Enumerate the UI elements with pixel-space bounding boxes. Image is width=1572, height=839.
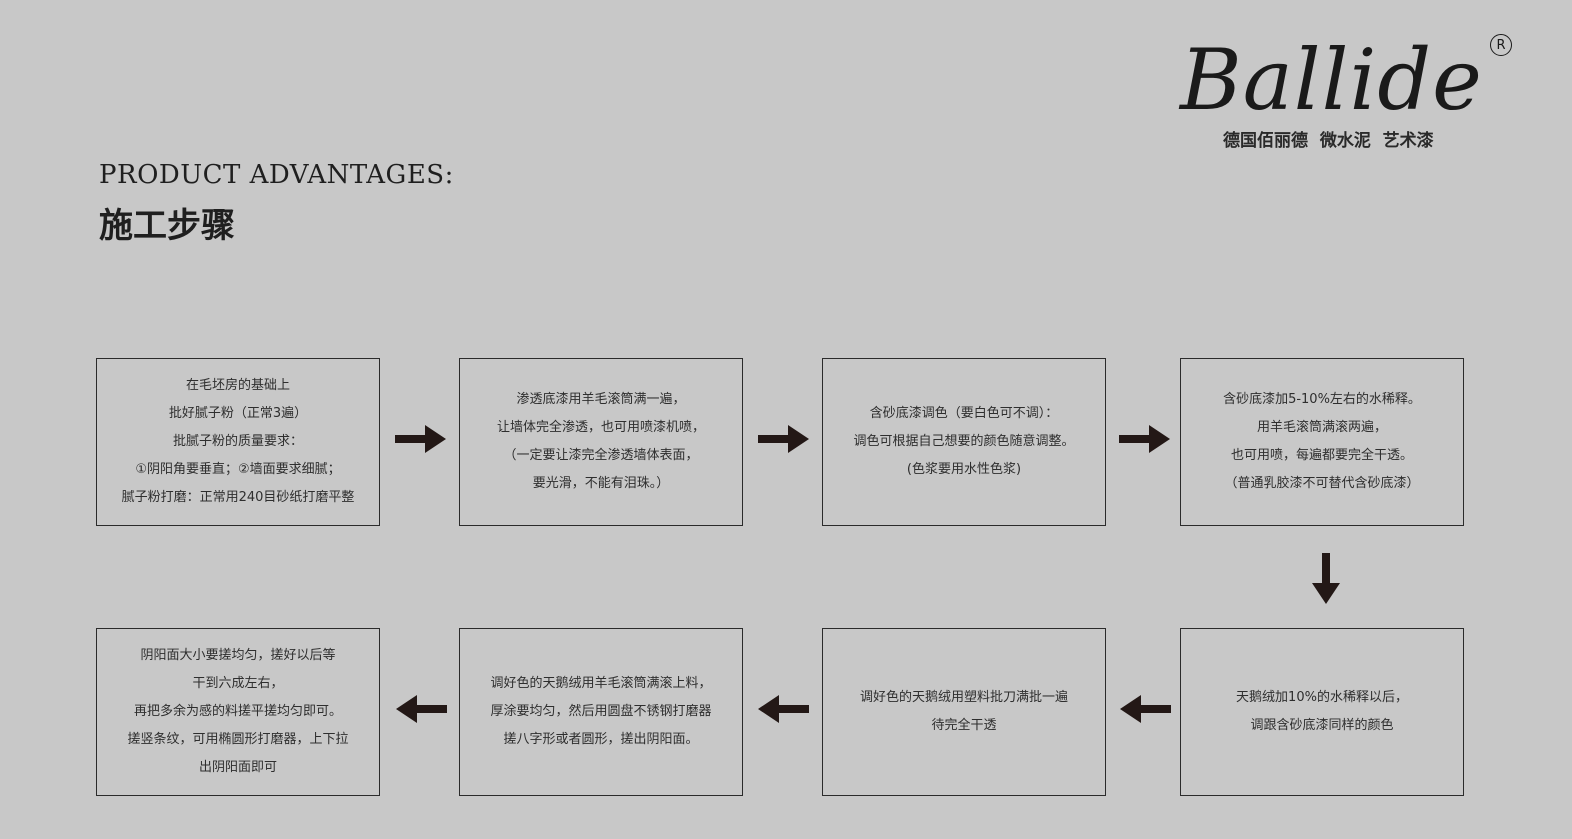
step-text-line: (色浆要用水性色浆) xyxy=(906,462,1022,477)
step-text-line: （普通乳胶漆不可替代含砂底漆） xyxy=(1224,476,1420,491)
arrow-right-icon xyxy=(395,425,446,453)
step-text-line: 批腻子粉的质量要求： xyxy=(172,434,303,449)
arrow-right-icon xyxy=(1119,425,1170,453)
step-text-line: 渗透底漆用羊毛滚筒满一遍， xyxy=(516,392,686,407)
arrow-right-icon xyxy=(758,425,809,453)
step-text-line: 待完全干透 xyxy=(931,718,997,733)
step-7-box: 调好色的天鹅绒用羊毛滚筒满滚上料， 厚涂要均匀，然后用圆盘不锈钢打磨器搓八字形或者… xyxy=(459,628,743,796)
step-text-line: 调好色的天鹅绒用塑料批刀满批一遍 xyxy=(859,690,1068,705)
step-text-line: 干到六成左右， xyxy=(192,676,284,691)
brand-wordmark: Ballide xyxy=(1180,31,1483,129)
step-5-text: 天鹅绒加10%的水稀释以后， 调跟含砂底漆同样的颜色 xyxy=(1232,684,1412,740)
step-1-text: 在毛坯房的基础上批好腻子粉（正常3遍） 批腻子粉的质量要求： ①阴阳角要垂直；②墙面… xyxy=(118,372,359,512)
heading-english: PRODUCT ADVANTAGES: xyxy=(99,160,454,190)
registered-mark: R xyxy=(1490,34,1512,56)
step-6-text: 调好色的天鹅绒用塑料批刀满批一遍待完全干透 xyxy=(856,684,1072,740)
heading-chinese: 施工步骤 xyxy=(99,206,235,246)
step-text-line: 天鹅绒加10%的水稀释以后， xyxy=(1236,690,1408,705)
step-7-text: 调好色的天鹅绒用羊毛滚筒满滚上料， 厚涂要均匀，然后用圆盘不锈钢打磨器搓八字形或者… xyxy=(486,670,715,754)
step-text-line: 含砂底漆调色（要白色可不调）： xyxy=(869,406,1059,421)
brand-logo: Ballide R 德国佰丽德 微水泥 艺术漆 xyxy=(1180,30,1540,155)
step-8-box: 阴阳面大小要搓均匀，搓好以后等干到六成左右， 再把多余为感的料搓平搓均匀即可。搓竖… xyxy=(96,628,380,796)
step-3-box: 含砂底漆调色（要白色可不调）： 调色可根据自己想要的颜色随意调整。 (色浆要用水性色… xyxy=(822,358,1106,526)
brand-tagline: 德国佰丽德 微水泥 艺术漆 xyxy=(1223,131,1434,151)
step-2-box: 渗透底漆用羊毛滚筒满一遍， 让墙体完全渗透，也可用喷漆机喷， （一定要让漆完全渗透墙… xyxy=(459,358,743,526)
step-8-text: 阴阳面大小要搓均匀，搓好以后等干到六成左右， 再把多余为感的料搓平搓均匀即可。搓竖… xyxy=(123,642,352,782)
step-text-line: 搓竖条纹，可用椭圆形打磨器，上下拉 xyxy=(127,732,349,747)
step-text-line: 调好色的天鹅绒用羊毛滚筒满滚上料， xyxy=(490,676,712,691)
step-text-line: 也可用喷，每遍都要完全干透。 xyxy=(1230,448,1413,463)
step-text-line: （一定要让漆完全渗透墙体表面， xyxy=(503,448,699,463)
step-text-line: 批好腻子粉（正常3遍） xyxy=(168,406,308,421)
step-4-box: 含砂底漆加5-10%左右的水稀释。用羊毛滚筒满滚两遍， 也可用喷，每遍都要完全干透… xyxy=(1180,358,1464,526)
step-4-text: 含砂底漆加5-10%左右的水稀释。用羊毛滚筒满滚两遍， 也可用喷，每遍都要完全干透… xyxy=(1219,386,1425,498)
arrow-down-icon xyxy=(1312,553,1340,604)
step-text-line: 含砂底漆加5-10%左右的水稀释。 xyxy=(1223,392,1421,407)
step-6-box: 调好色的天鹅绒用塑料批刀满批一遍待完全干透 xyxy=(822,628,1106,796)
step-text-line: 出阴阳面即可 xyxy=(198,760,277,775)
step-1-box: 在毛坯房的基础上批好腻子粉（正常3遍） 批腻子粉的质量要求： ①阴阳角要垂直；②墙面… xyxy=(96,358,380,526)
arrow-left-icon xyxy=(396,695,447,723)
step-text-line: 让墙体完全渗透，也可用喷漆机喷， xyxy=(496,420,705,435)
step-text-line: 再把多余为感的料搓平搓均匀即可。 xyxy=(133,704,342,719)
step-text-line: 厚涂要均匀，然后用圆盘不锈钢打磨器 xyxy=(490,704,712,719)
step-text-line: 调跟含砂底漆同样的颜色 xyxy=(1250,718,1394,733)
step-text-line: 阴阳面大小要搓均匀，搓好以后等 xyxy=(140,648,336,663)
step-text-line: ①阴阳角要垂直；②墙面要求细腻； xyxy=(135,462,341,477)
step-text-line: 搓八字形或者圆形，搓出阴阳面。 xyxy=(503,732,699,747)
step-text-line: 调色可根据自己想要的颜色随意调整。 xyxy=(853,434,1075,449)
arrow-left-icon xyxy=(758,695,809,723)
step-5-box: 天鹅绒加10%的水稀释以后， 调跟含砂底漆同样的颜色 xyxy=(1180,628,1464,796)
step-text-line: 腻子粉打磨：正常用240目砂纸打磨平整 xyxy=(121,490,355,505)
step-text-line: 要光滑，不能有泪珠。） xyxy=(532,476,670,491)
arrow-left-icon xyxy=(1120,695,1171,723)
step-3-text: 含砂底漆调色（要白色可不调）： 调色可根据自己想要的颜色随意调整。 (色浆要用水性色… xyxy=(849,400,1078,484)
step-2-text: 渗透底漆用羊毛滚筒满一遍， 让墙体完全渗透，也可用喷漆机喷， （一定要让漆完全渗透墙… xyxy=(493,386,709,498)
step-text-line: 用羊毛滚筒满滚两遍， xyxy=(1256,420,1387,435)
step-text-line: 在毛坯房的基础上 xyxy=(185,378,290,393)
